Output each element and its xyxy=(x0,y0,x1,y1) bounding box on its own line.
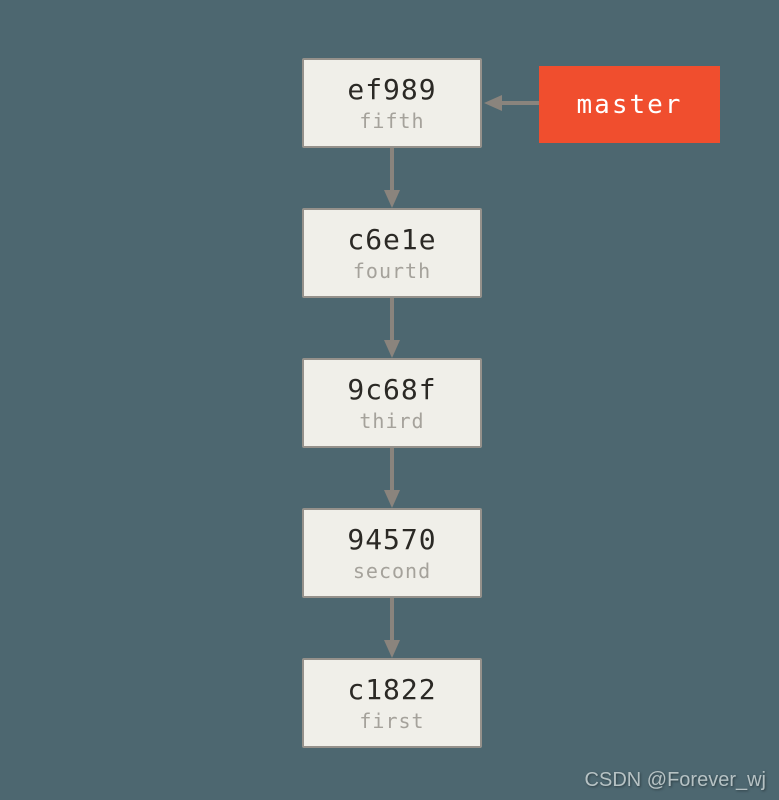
arrow-line xyxy=(390,298,394,340)
arrow-head-down-icon xyxy=(384,190,400,208)
commit-hash: ef989 xyxy=(347,72,437,106)
commit-node-first: c1822 first xyxy=(302,658,482,748)
arrow-head-down-icon xyxy=(384,640,400,658)
commit-message: third xyxy=(359,408,425,433)
commit-message: fourth xyxy=(352,258,432,283)
arrow-line xyxy=(390,148,394,190)
commit-hash: c1822 xyxy=(347,672,437,706)
arrow-line xyxy=(390,598,394,640)
parent-arrow-icon xyxy=(384,298,400,358)
commit-message: fifth xyxy=(359,108,425,133)
commit-node-fourth: c6e1e fourth xyxy=(302,208,482,298)
arrow-head-down-icon xyxy=(384,340,400,358)
commit-hash: 94570 xyxy=(347,522,437,556)
arrow-line xyxy=(390,448,394,490)
commit-node-second: 94570 second xyxy=(302,508,482,598)
commit-message: first xyxy=(359,708,425,733)
commit-node-third: 9c68f third xyxy=(302,358,482,448)
arrow-head-down-icon xyxy=(384,490,400,508)
parent-arrow-icon xyxy=(384,148,400,208)
commit-node-fifth: ef989 fifth xyxy=(302,58,482,148)
commit-hash: 9c68f xyxy=(347,372,437,406)
branch-pointer-master: master xyxy=(539,66,720,143)
commit-message: second xyxy=(352,558,432,583)
commit-hash: c6e1e xyxy=(347,222,437,256)
arrow-line xyxy=(501,101,539,105)
watermark: CSDN @Forever_wj xyxy=(584,769,766,791)
branch-arrow-icon xyxy=(484,95,539,111)
arrow-head-left-icon xyxy=(484,95,502,111)
parent-arrow-icon xyxy=(384,448,400,508)
parent-arrow-icon xyxy=(384,598,400,658)
branch-name: master xyxy=(576,89,683,120)
